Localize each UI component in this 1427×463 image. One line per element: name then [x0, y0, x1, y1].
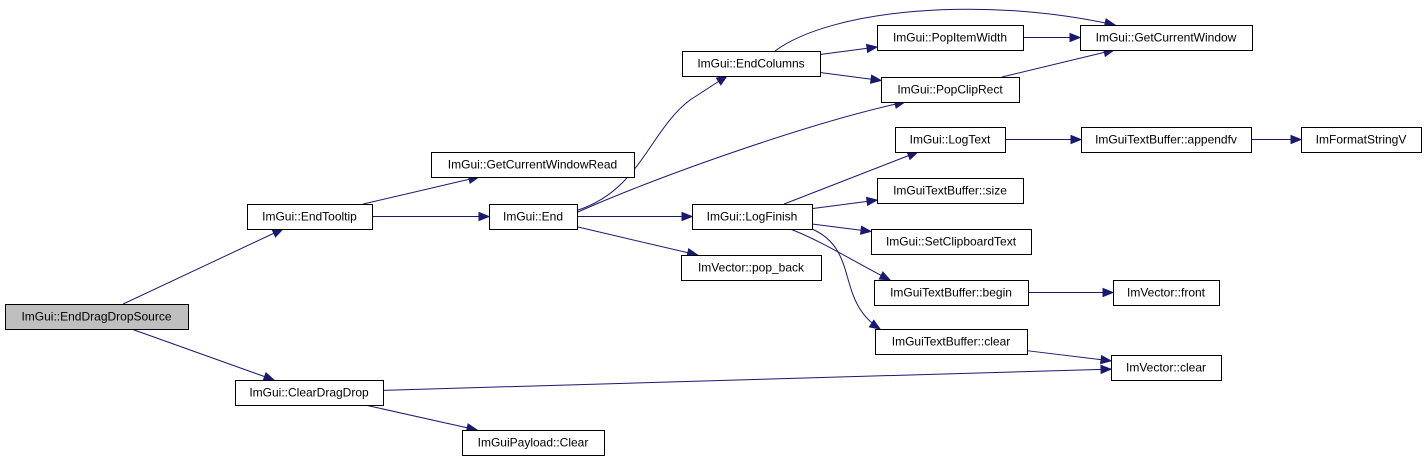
node-label: ImGui::PopItemWidth — [893, 31, 1007, 45]
node-label: ImGui::LogFinish — [707, 210, 798, 224]
edge-end_tooltip-to-end — [372, 211, 491, 222]
node-box — [875, 329, 1028, 355]
edge-log_finish-to-tb_clear — [811, 228, 882, 330]
node-box — [877, 178, 1024, 204]
node-box — [5, 304, 189, 330]
function-nodes: ImGui::EndDragDropSource ImGui::EndToolti… — [5, 25, 1422, 456]
node-pop-item-width[interactable]: ImGui::PopItemWidth — [877, 25, 1024, 51]
edge-end_drag_drop_source-to-end_tooltip — [122, 228, 285, 305]
node-tb-clear[interactable]: ImGuiTextBuffer::clear — [875, 329, 1028, 355]
node-box — [1113, 280, 1220, 306]
edge-pop_clip_rect-to-get_current_window — [1001, 47, 1116, 78]
node-label: ImGui::SetClipboardText — [886, 235, 1017, 249]
node-end-drag-drop-source[interactable]: ImGui::EndDragDropSource — [5, 304, 189, 330]
node-label: ImGui::GetCurrentWindow — [1096, 31, 1237, 45]
node-vec-clear[interactable]: ImVector::clear — [1111, 355, 1222, 381]
edge-clear_drag_drop-to-vec_clear — [382, 364, 1113, 391]
node-box — [247, 204, 373, 230]
edge-end_drag_drop_source-to-clear_drag_drop — [131, 328, 276, 381]
node-pop-back[interactable]: ImVector::pop_back — [681, 255, 822, 281]
edge-log_finish-to-tb_size — [811, 196, 879, 210]
node-box — [881, 77, 1020, 103]
node-label: ImVector::front — [1127, 286, 1206, 300]
edge-end-to-pop_back — [576, 226, 699, 258]
node-label: ImGui::PopClipRect — [897, 83, 1003, 97]
edge-tb_appendfv-to-format_string_v — [1251, 134, 1303, 145]
node-label: ImGui::EndColumns — [697, 57, 804, 71]
node-vec-front[interactable]: ImVector::front — [1113, 280, 1220, 306]
node-box — [871, 229, 1032, 255]
node-log-finish[interactable]: ImGui::LogFinish — [692, 204, 813, 230]
node-label: ImVector::pop_back — [698, 261, 805, 275]
node-box — [1301, 127, 1422, 153]
node-payload-clear[interactable]: ImGuiPayload::Clear — [462, 430, 605, 456]
node-label: ImGuiPayload::Clear — [478, 436, 589, 450]
node-box — [1080, 25, 1253, 51]
node-label: ImGui::EndDragDropSource — [21, 310, 171, 324]
edge-end-to-log_finish — [577, 211, 694, 222]
node-box — [874, 280, 1029, 306]
node-box — [1081, 127, 1252, 153]
node-label: ImFormatStringV — [1316, 133, 1407, 147]
node-label: ImGuiTextBuffer::size — [893, 184, 1007, 198]
node-tb-begin[interactable]: ImGuiTextBuffer::begin — [874, 280, 1029, 306]
node-get-current-window[interactable]: ImGui::GetCurrentWindow — [1080, 25, 1253, 51]
node-label: ImVector::clear — [1126, 361, 1206, 375]
node-end[interactable]: ImGui::End — [489, 204, 578, 230]
node-end-columns[interactable]: ImGui::EndColumns — [682, 51, 821, 77]
edge-clear_drag_drop-to-payload_clear — [364, 404, 479, 433]
node-label: ImGui::EndTooltip — [262, 210, 357, 224]
node-box — [681, 255, 822, 281]
node-pop-clip-rect[interactable]: ImGui::PopClipRect — [881, 77, 1020, 103]
node-set-clipboard-text[interactable]: ImGui::SetClipboardText — [871, 229, 1032, 255]
node-label: ImGuiTextBuffer::begin — [890, 286, 1012, 300]
edge-log_finish-to-tb_begin — [789, 228, 892, 281]
node-box — [692, 204, 813, 230]
node-label: ImGui::LogText — [910, 133, 991, 147]
node-format-string-v[interactable]: ImFormatStringV — [1301, 127, 1422, 153]
node-get-current-window-read[interactable]: ImGui::GetCurrentWindowRead — [431, 152, 635, 178]
node-label: ImGui::End — [503, 210, 563, 224]
edge-end_tooltip-to-get_current_window_read — [362, 174, 481, 205]
node-box — [1111, 355, 1222, 381]
node-box — [431, 152, 635, 178]
edge-tb_begin-to-vec_front — [1028, 287, 1115, 298]
edge-end_columns-to-pop_item_width — [819, 43, 879, 55]
node-end-tooltip[interactable]: ImGui::EndTooltip — [247, 204, 373, 230]
node-label: ImGui::ClearDragDrop — [249, 386, 369, 400]
node-box — [682, 51, 821, 77]
edge-end-to-end_columns — [577, 75, 729, 211]
node-log-text[interactable]: ImGui::LogText — [895, 127, 1006, 153]
node-label: ImGuiTextBuffer::clear — [892, 335, 1011, 349]
node-tb-size[interactable]: ImGuiTextBuffer::size — [877, 178, 1024, 204]
node-box — [235, 380, 384, 406]
node-clear-drag-drop[interactable]: ImGui::ClearDragDrop — [235, 380, 384, 406]
node-label: ImGui::GetCurrentWindowRead — [448, 158, 617, 172]
node-box — [462, 430, 605, 456]
node-label: ImGuiTextBuffer::appendfv — [1095, 133, 1237, 147]
edge-end_columns-to-pop_clip_rect — [819, 72, 883, 84]
edge-log_finish-to-set_clipboard_text — [811, 223, 873, 235]
node-tb-appendfv[interactable]: ImGuiTextBuffer::appendfv — [1081, 127, 1252, 153]
edge-log_text-to-tb_appendfv — [1005, 134, 1083, 145]
node-box — [489, 204, 578, 230]
node-box — [895, 127, 1006, 153]
edge-tb_clear-to-vec_clear — [1026, 350, 1113, 365]
node-box — [877, 25, 1024, 51]
edge-pop_item_width-to-get_current_window — [1023, 32, 1082, 43]
